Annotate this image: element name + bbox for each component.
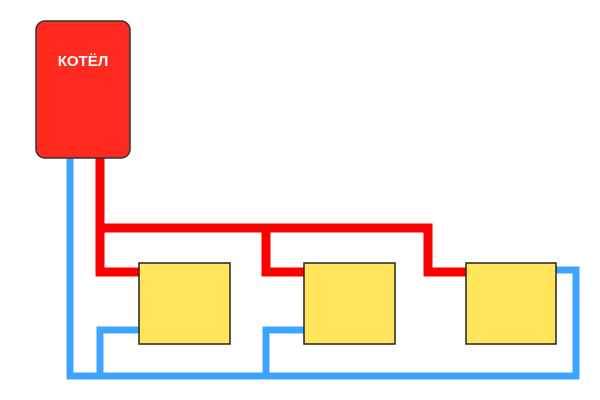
radiator-2	[303, 262, 396, 345]
radiator-1	[138, 262, 231, 345]
boiler-label: КОТЁЛ	[58, 53, 109, 70]
radiator-3	[465, 262, 557, 345]
return-pipe	[66, 158, 580, 380]
supply-pipe	[95, 158, 466, 277]
boiler-body	[35, 20, 131, 159]
boiler: КОТЁЛ	[35, 20, 131, 159]
